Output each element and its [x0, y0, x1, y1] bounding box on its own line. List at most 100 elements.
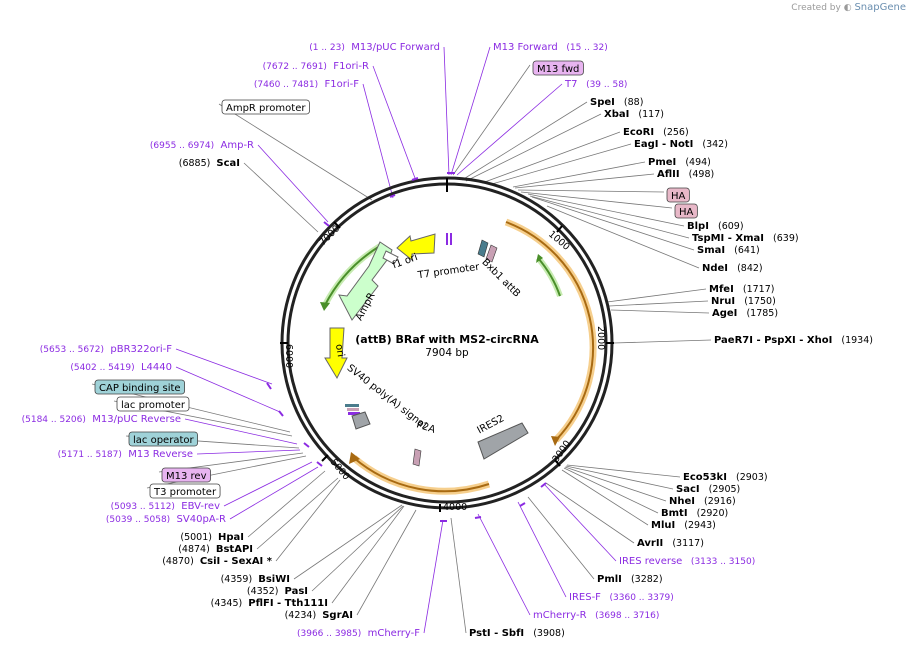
map-label-1: M13 Forward (15 .. 32): [493, 42, 608, 53]
orange-feature-arc-1: [505, 221, 595, 441]
enzyme-label: NheI (2916): [669, 496, 736, 507]
enzyme-label: BlpI (609): [687, 221, 744, 232]
map-label-34: (5093 .. 5112) EBV-rev: [111, 501, 220, 512]
leader-line-3: [452, 64, 531, 176]
leader-line-51: [563, 467, 659, 514]
leader-line-44: [450, 517, 467, 634]
green-arc-1-arrow: [536, 254, 543, 263]
leader-line-50: [561, 469, 649, 526]
map-label-51: BmtI (2920): [661, 508, 728, 519]
map-label-12: (6885) ScaI: [179, 158, 240, 169]
leader-line-16: [520, 191, 673, 209]
leader-line-18: [529, 195, 690, 239]
leader-line-33: [146, 455, 307, 489]
enzyme-label: (4870) CsiI - SexAI *: [162, 556, 273, 567]
primer-label: M13 Forward (15 .. 32): [493, 42, 608, 53]
feature-box-text: lac operator: [133, 435, 194, 446]
map-label-40: (4352) PasI: [247, 586, 308, 597]
primer-label: IRES-F (3360 .. 3379): [569, 592, 674, 603]
leader-line-43: [423, 519, 444, 634]
leader-line-1: [450, 46, 491, 176]
map-label-20: NdeI (842): [702, 263, 763, 274]
map-label-26: (5402 .. 5419) L4440: [70, 362, 172, 373]
map-label-21: MfeI (1717): [709, 284, 774, 295]
feature-label-1: T7 promoter: [416, 262, 481, 282]
map-label-46: IRES-F (3360 .. 3379): [569, 592, 674, 603]
orange-feature-arc-2: [353, 457, 490, 493]
leader-line-17: [527, 193, 685, 227]
primer-label: (5171 .. 5187) M13 Reverse: [58, 449, 193, 460]
enzyme-label: PmlI (3282): [597, 574, 663, 585]
primer-label: (5653 .. 5672) pBR322ori-F: [40, 344, 172, 355]
ires2-feature: [477, 422, 529, 460]
enzyme-label: Eco53kI (2903): [683, 472, 768, 483]
enzyme-label: AgeI (1785): [712, 308, 778, 319]
map-label-10: EagI - NotI (342): [634, 139, 728, 150]
map-label-13: PmeI (494): [648, 157, 711, 168]
map-label-44: PstI - SbfI (3908): [469, 628, 565, 639]
leader-line-47: [527, 496, 595, 580]
enzyme-label: EagI - NotI (342): [634, 139, 728, 150]
feature-box-text: T3 promoter: [153, 487, 217, 498]
enzyme-label: PstI - SbfI (3908): [469, 628, 565, 639]
feature-box-text: M13 rev: [166, 471, 207, 482]
map-label-22: NruI (1750): [711, 296, 776, 307]
enzyme-label: MfeI (1717): [709, 284, 774, 295]
map-label-4: (7460 .. 7481) F1ori-F: [254, 79, 359, 90]
leader-line-7: [461, 101, 588, 181]
green-feature-arc-1-glow: [535, 256, 563, 298]
map-label-16: HA: [674, 203, 698, 219]
primer-label: (7672 .. 7691) F1ori-R: [263, 61, 369, 72]
leader-line-53: [565, 465, 674, 490]
leader-line-39: [293, 504, 403, 580]
leader-line-45: [477, 513, 531, 616]
enzyme-label: PmeI (494): [648, 157, 711, 168]
feature-box: [221, 99, 310, 115]
primer-label: mCherry-R (3698 .. 3716): [533, 610, 659, 621]
leader-line-34: [223, 461, 313, 507]
ori-feature: [324, 327, 348, 380]
leader-line-14: [514, 173, 655, 189]
map-label-42: (4234) SgrAI: [285, 610, 353, 621]
feature-box-text: AmpR promoter: [226, 103, 306, 114]
leader-line-29: [184, 418, 298, 445]
leader-line-46: [517, 501, 567, 598]
map-label-27: CAP binding site: [94, 379, 185, 395]
map-label-49: AvrII (3117): [637, 538, 704, 549]
bxb1-attb-feature: [477, 239, 489, 258]
feature-box: [116, 396, 190, 412]
map-label-7: SpeI (88): [590, 97, 643, 108]
map-label-43: (3966 .. 3985) mCherry-F: [297, 628, 420, 639]
leader-line-52: [564, 466, 667, 502]
map-label-11: (6955 .. 6974) Amp-R: [150, 140, 254, 151]
bp-ticks: [280, 178, 614, 512]
leader-line-42: [356, 509, 417, 616]
leader-line-2: [372, 65, 416, 179]
primer-label: (3966 .. 3985) mCherry-F: [297, 628, 420, 639]
leader-line-12: [243, 162, 319, 233]
feature-box-text: lac promoter: [121, 400, 186, 411]
leader-line-21: [606, 288, 707, 303]
leader-line-54: [566, 464, 681, 478]
map-label-28: lac promoter: [116, 396, 190, 412]
map-label-15: HA: [666, 187, 690, 203]
feature-label-2: Bxb1 attB: [479, 257, 522, 300]
map-label-2: (7672 .. 7691) F1ori-R: [263, 61, 369, 72]
p2a-feature: [412, 448, 422, 467]
leader-line-0: [443, 46, 450, 176]
primer-label: (7460 .. 7481) F1ori-F: [254, 79, 359, 90]
t7-promoter-mark: [446, 233, 448, 245]
tick-label-2000: 2000: [595, 326, 606, 350]
leader-line-49: [545, 482, 635, 544]
leader-line-26: [175, 366, 281, 413]
feature-label-6: P2A: [415, 419, 437, 435]
green-feature-arc-2: [324, 245, 381, 306]
enzyme-label: NdeI (842): [702, 263, 763, 274]
feature-label-0: f1 ori: [391, 252, 419, 271]
tick-label-5000: 5000: [328, 457, 352, 483]
leader-line-25: [175, 348, 273, 385]
map-label-53: SacI (2905): [676, 484, 740, 495]
map-label-37: (4874) BstAPI: [178, 544, 253, 555]
leader-line-48: [543, 483, 617, 562]
primer-label: (5402 .. 5419) L4440: [70, 362, 172, 373]
